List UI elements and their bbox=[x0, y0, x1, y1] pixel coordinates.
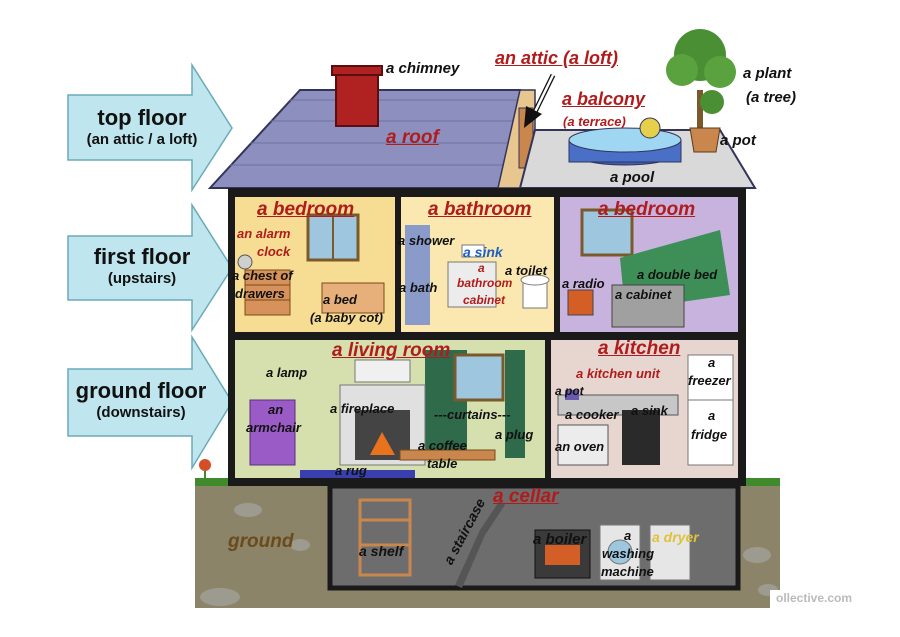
ground-floor-note: (downstairs) bbox=[96, 404, 186, 421]
first-floor-label: first floor (upstairs) bbox=[62, 244, 222, 287]
bathroom-furniture bbox=[405, 225, 550, 325]
rug-label: a rug bbox=[335, 463, 367, 478]
top-floor-label: top floor (an attic / a loft) bbox=[62, 105, 222, 148]
double-bed-label: a double bed bbox=[637, 267, 718, 282]
bed-label: a bed bbox=[323, 292, 357, 307]
watermark-bg bbox=[770, 590, 880, 608]
alarm-clock-label-1: an alarm bbox=[237, 226, 291, 241]
coffee-table-label-2: table bbox=[427, 456, 458, 471]
ground-floor-arrow bbox=[67, 334, 233, 471]
ground-floor-label: ground floor (downstairs) bbox=[56, 378, 226, 421]
watermark-text: ollective.com bbox=[776, 591, 853, 605]
ground-label: ground bbox=[228, 531, 294, 552]
ground-floor-name: ground floor bbox=[75, 378, 207, 403]
bathroom-cabinet-label-3: cabinet bbox=[463, 293, 506, 307]
bathroom-label: a bathroom bbox=[428, 199, 532, 220]
top-floor-name: top floor bbox=[97, 105, 187, 130]
fireplace-label: a fireplace bbox=[330, 401, 395, 416]
roof-label: a roof bbox=[386, 127, 439, 148]
first-floor-arrow bbox=[67, 202, 233, 333]
kitchen-label: a kitchen bbox=[598, 338, 681, 359]
attic-label: an attic (a loft) bbox=[495, 48, 619, 68]
top-floor-note: (an attic / a loft) bbox=[86, 131, 198, 148]
lamp-label: a lamp bbox=[266, 365, 308, 380]
pool-label: a pool bbox=[610, 169, 655, 186]
kitchen-sink-label: a sink bbox=[631, 403, 668, 418]
washing-machine-label-2: washing bbox=[602, 546, 655, 561]
bedroom-left-label: a bedroom bbox=[257, 199, 355, 220]
tree-shape bbox=[666, 29, 736, 153]
cellar-furniture bbox=[358, 498, 691, 588]
chimney-shape bbox=[331, 65, 383, 127]
chest-label-2: drawers bbox=[235, 286, 285, 301]
shower-label: a shower bbox=[398, 233, 455, 248]
bathroom-cabinet-label-1: a bbox=[478, 261, 485, 275]
bedroom-right-furniture bbox=[567, 208, 730, 328]
shelf-label: a shelf bbox=[359, 543, 404, 559]
baby-cot-label: (a baby cot) bbox=[310, 310, 383, 325]
washing-machine-label-1: a bbox=[624, 528, 632, 543]
fridge-label-2: fridge bbox=[691, 427, 728, 442]
chest-label-1: a chest of bbox=[232, 268, 293, 283]
toilet-label: a toilet bbox=[505, 263, 547, 278]
fridge-label-1: a bbox=[708, 408, 716, 423]
kitchen-pot-label: a pot bbox=[555, 384, 584, 398]
alarm-clock-label-2: clock bbox=[257, 244, 291, 259]
attic-pointer-arrow bbox=[524, 73, 556, 128]
kitchen-unit-label: a kitchen unit bbox=[576, 366, 660, 381]
living-room-furniture bbox=[249, 350, 525, 478]
armchair-label-1: an bbox=[268, 402, 284, 417]
terrace-label: (a terrace) bbox=[563, 114, 626, 129]
washing-machine-label-3: machine bbox=[601, 564, 654, 579]
top-floor-arrow bbox=[67, 62, 233, 193]
pool-shape bbox=[568, 117, 682, 166]
chimney-label: a chimney bbox=[386, 60, 460, 77]
first-floor-note: (upstairs) bbox=[107, 270, 177, 287]
boiler-label: a boiler bbox=[533, 531, 587, 548]
plug-label: a plug bbox=[495, 427, 534, 442]
bath-label: a bath bbox=[399, 280, 438, 295]
dryer-label: a dryer bbox=[652, 529, 699, 545]
coffee-table-label-1: a coffee bbox=[418, 438, 467, 453]
curtains-label: ---curtains--- bbox=[434, 407, 511, 422]
freezer-label-1: a bbox=[708, 355, 716, 370]
cooker-label: a cooker bbox=[565, 407, 619, 422]
bathroom-cabinet-label-2: bathroom bbox=[457, 276, 513, 290]
cellar-label: a cellar bbox=[493, 486, 559, 507]
first-floor-name: first floor bbox=[93, 244, 191, 269]
living-room-label: a living room bbox=[332, 340, 451, 361]
oven-label: an oven bbox=[555, 439, 605, 454]
bedroom-right-label: a bedroom bbox=[598, 199, 696, 220]
freezer-label-2: freezer bbox=[688, 373, 731, 388]
kitchen-furniture bbox=[557, 354, 734, 466]
tree-label: (a tree) bbox=[746, 89, 797, 106]
bedroom-left-furniture bbox=[237, 213, 385, 316]
radio-label: a radio bbox=[562, 276, 605, 291]
roof-pot-label: a pot bbox=[720, 132, 756, 149]
cabinet-label: a cabinet bbox=[615, 287, 672, 302]
balcony-label: a balcony bbox=[562, 89, 646, 109]
bathroom-sink-label: a sink bbox=[463, 244, 503, 260]
plant-label: a plant bbox=[743, 65, 792, 82]
armchair-label-2: armchair bbox=[246, 420, 301, 435]
